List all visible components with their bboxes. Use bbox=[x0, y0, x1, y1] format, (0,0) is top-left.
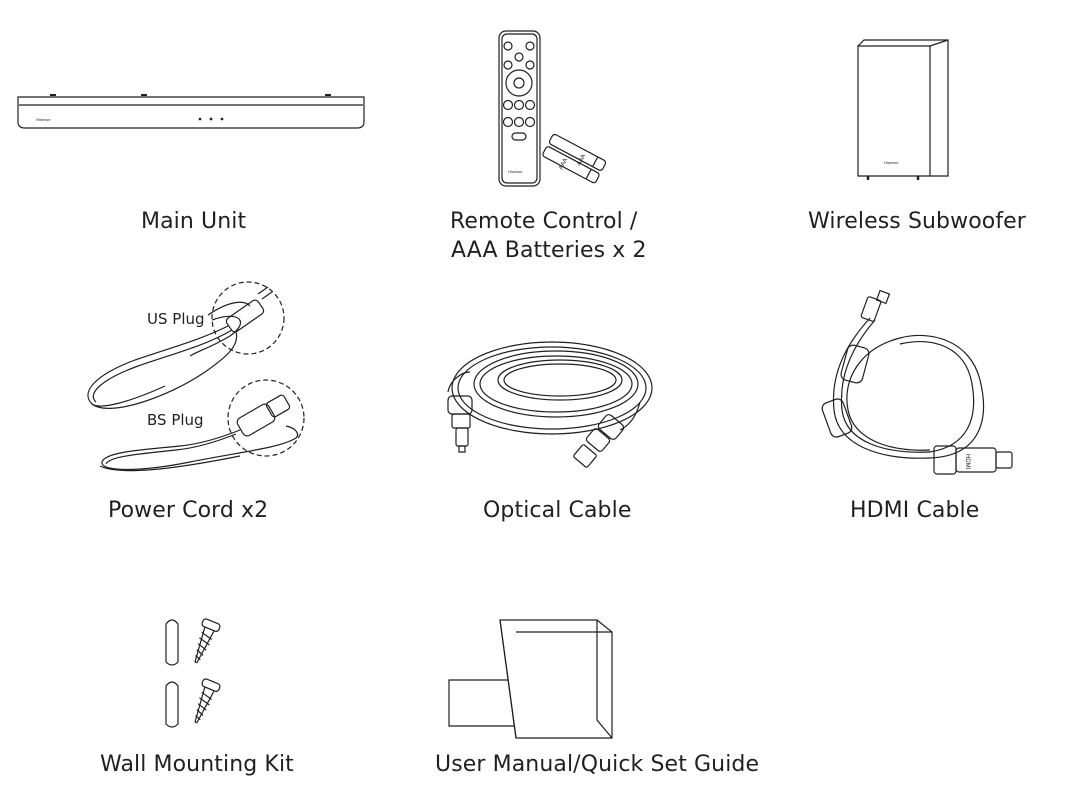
battery-1-text: AAA bbox=[558, 157, 569, 170]
power-cord-label: Power Cord x2 bbox=[108, 498, 269, 523]
remote-brand: Hisense bbox=[508, 169, 523, 174]
subwoofer-label: Wireless Subwoofer bbox=[808, 209, 1026, 234]
hdmi-cable-label: HDMI Cable bbox=[850, 498, 980, 523]
wall-kit-label: Wall Mounting Kit bbox=[100, 752, 294, 777]
bs-plug-label: BS Plug bbox=[147, 411, 204, 429]
battery-2-text: AAA bbox=[576, 153, 587, 166]
subwoofer-brand: Hisense bbox=[884, 160, 899, 165]
main-unit-brand: Hisense bbox=[36, 117, 51, 122]
optical-cable-label: Optical Cable bbox=[483, 498, 632, 523]
remote-label-line1: Remote Control / bbox=[450, 209, 638, 234]
main-unit-label: Main Unit bbox=[141, 209, 247, 234]
remote-label-line2: AAA Batteries x 2 bbox=[451, 238, 647, 263]
manual-label: User Manual/Quick Set Guide bbox=[435, 752, 760, 777]
hdmi-connector-text: HDMI bbox=[964, 454, 970, 470]
us-plug-label: US Plug bbox=[147, 310, 205, 328]
